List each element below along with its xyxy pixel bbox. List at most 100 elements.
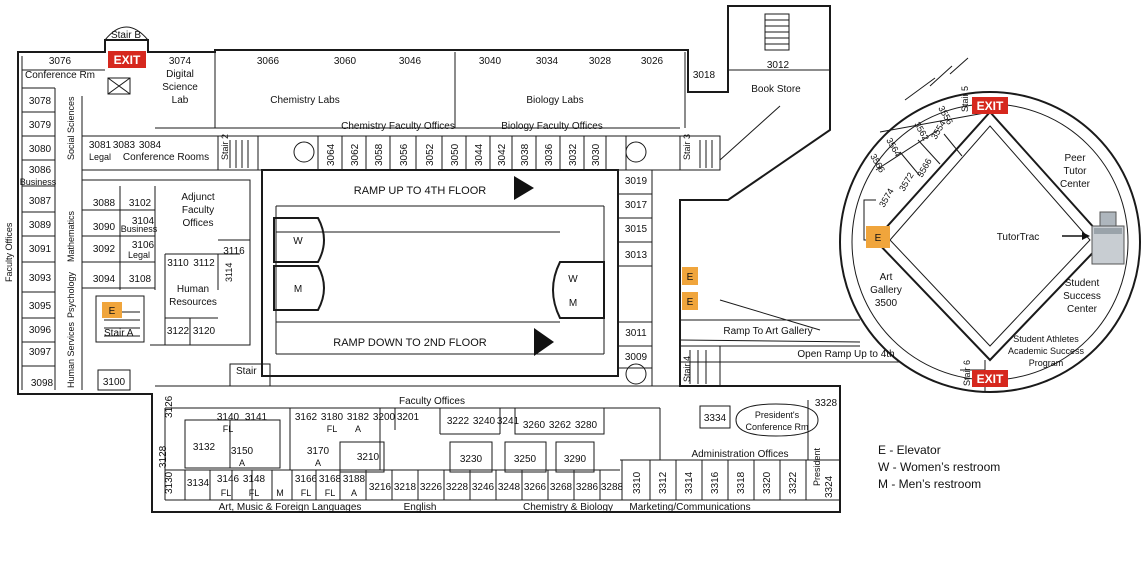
svg-text:3126: 3126 [164, 395, 175, 418]
svg-text:FL: FL [223, 424, 234, 434]
restroom-labels: W M W M [293, 236, 578, 309]
stair-2-label: Stair 2 [220, 134, 230, 160]
svg-text:3266: 3266 [524, 482, 547, 493]
svg-text:President's: President's [755, 410, 800, 420]
svg-text:Offices: Offices [183, 218, 214, 229]
svg-text:Legal: Legal [128, 250, 150, 260]
svg-text:3241: 3241 [497, 416, 520, 427]
svg-text:3011: 3011 [625, 328, 647, 339]
svg-text:Business: Business [121, 224, 158, 234]
svg-text:Social Sciences: Social Sciences [66, 96, 76, 160]
svg-text:EXIT: EXIT [114, 53, 141, 67]
svg-text:3042: 3042 [497, 143, 508, 166]
svg-text:3106: 3106 [132, 240, 155, 251]
svg-text:3228: 3228 [446, 482, 469, 493]
svg-text:E: E [687, 297, 694, 308]
svg-text:3310: 3310 [632, 471, 643, 494]
svg-text:TutorTrac: TutorTrac [997, 232, 1040, 243]
svg-text:Academic Success: Academic Success [1008, 346, 1085, 356]
svg-text:3170: 3170 [307, 446, 330, 457]
svg-text:3334: 3334 [704, 413, 727, 424]
svg-text:3246: 3246 [472, 482, 495, 493]
svg-text:3312: 3312 [658, 471, 669, 494]
svg-text:3260: 3260 [523, 420, 546, 431]
svg-text:Peer: Peer [1064, 153, 1086, 164]
svg-text:3052: 3052 [425, 143, 436, 166]
svg-text:Chemistry Faculty Offices: Chemistry Faculty Offices [341, 121, 455, 132]
svg-text:3019: 3019 [625, 176, 648, 187]
svg-text:3222: 3222 [447, 416, 470, 427]
svg-text:3046: 3046 [399, 56, 422, 67]
gallery-connectors [679, 299, 900, 363]
svg-text:Faculty Offices: Faculty Offices [399, 396, 465, 407]
svg-text:Conference Rooms: Conference Rooms [123, 152, 209, 163]
svg-text:3080: 3080 [29, 144, 52, 155]
svg-text:3066: 3066 [257, 56, 280, 67]
svg-text:3128: 3128 [158, 445, 169, 468]
svg-text:3230: 3230 [460, 454, 483, 465]
svg-text:3240: 3240 [473, 416, 496, 427]
svg-text:Science: Science [162, 82, 198, 93]
svg-text:3316: 3316 [710, 471, 721, 494]
svg-text:3089: 3089 [29, 220, 52, 231]
svg-text:Center: Center [1067, 304, 1098, 315]
svg-text:3322: 3322 [788, 471, 799, 494]
svg-text:EXIT: EXIT [977, 99, 1004, 113]
stair-4-label: Stair 4 [682, 356, 692, 382]
svg-text:E: E [109, 306, 116, 317]
svg-text:3148: 3148 [243, 474, 266, 485]
stair-label: Stair [236, 366, 257, 377]
svg-text:3030: 3030 [591, 143, 602, 166]
svg-text:Book Store: Book Store [751, 84, 801, 95]
svg-text:3074: 3074 [169, 56, 192, 67]
womens-restroom-west: W [293, 236, 303, 247]
stair-6-label: Stair 6 [962, 360, 972, 386]
exit-sign-stair-6: EXIT [972, 370, 1008, 387]
svg-text:3290: 3290 [564, 454, 587, 465]
svg-text:RAMP DOWN TO 2ND FLOOR: RAMP DOWN TO 2ND FLOOR [333, 337, 486, 349]
svg-text:Conference Rm: Conference Rm [25, 70, 95, 81]
stair-a-label: Stair A [104, 328, 134, 339]
svg-text:3096: 3096 [29, 325, 52, 336]
svg-text:3058: 3058 [374, 143, 385, 166]
svg-text:3097: 3097 [29, 347, 52, 358]
svg-text:3286: 3286 [576, 482, 599, 493]
svg-text:Chemistry & Biology: Chemistry & Biology [523, 502, 613, 513]
svg-text:3122: 3122 [167, 326, 190, 337]
svg-text:Psychology: Psychology [66, 271, 76, 318]
svg-text:Biology Labs: Biology Labs [526, 95, 583, 106]
svg-text:Business: Business [20, 177, 57, 187]
elevator-rotunda: E [866, 226, 890, 248]
svg-text:Student: Student [1065, 278, 1100, 289]
svg-text:FL: FL [301, 488, 312, 498]
svg-text:Conference Rm: Conference Rm [745, 422, 808, 432]
svg-text:Success: Success [1063, 291, 1101, 302]
svg-text:3108: 3108 [129, 274, 152, 285]
svg-text:3268: 3268 [550, 482, 573, 493]
svg-text:3083: 3083 [113, 140, 136, 151]
building-outline [17, 5, 841, 513]
womens-restroom-east: W [568, 274, 578, 285]
svg-text:3028: 3028 [589, 56, 612, 67]
svg-text:3100: 3100 [103, 377, 126, 388]
svg-text:3015: 3015 [625, 224, 648, 235]
exit-sign-stair-5: EXIT [972, 97, 1008, 114]
stair-b-label: Stair B [111, 30, 141, 41]
svg-text:EXIT: EXIT [977, 372, 1004, 386]
svg-text:Program: Program [1029, 358, 1064, 368]
svg-text:3120: 3120 [193, 326, 216, 337]
svg-text:Chemistry Labs: Chemistry Labs [270, 95, 339, 106]
svg-text:3566: 3566 [915, 157, 934, 179]
mens-restroom-east: M [569, 298, 577, 309]
svg-text:3324: 3324 [824, 475, 835, 498]
svg-text:Faculty Offices: Faculty Offices [4, 222, 14, 282]
elevator-east-2: E [682, 292, 698, 310]
svg-text:3566: 3566 [868, 152, 887, 174]
svg-text:3166: 3166 [295, 474, 318, 485]
svg-text:3162: 3162 [295, 412, 318, 423]
svg-text:3314: 3314 [684, 471, 695, 494]
svg-text:3248: 3248 [498, 482, 521, 493]
svg-text:3079: 3079 [29, 120, 52, 131]
svg-text:FL: FL [221, 488, 232, 498]
svg-text:A: A [351, 488, 357, 498]
